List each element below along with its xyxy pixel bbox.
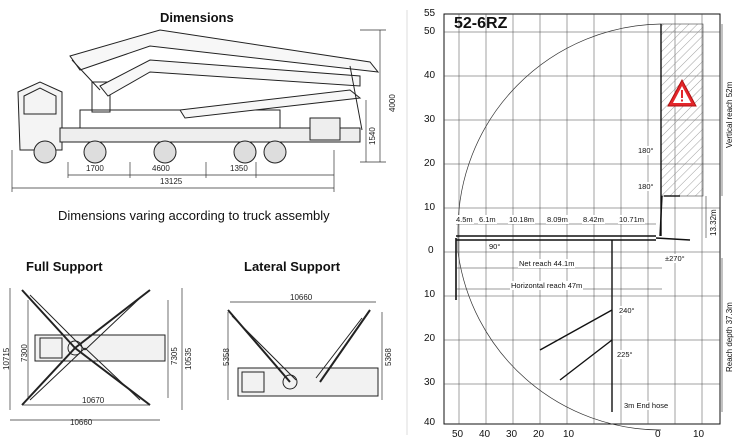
horizontal-reach-label: Horizontal reach 47m: [510, 281, 584, 290]
net-reach-label: Net reach 44.1m: [518, 259, 576, 268]
assembly-note: Dimensions varing according to truck ass…: [58, 208, 330, 223]
reach-depth-label: Reach depth 37.3m: [725, 302, 734, 372]
y-tick: 50: [424, 26, 436, 37]
reach-diagram-frame: [443, 13, 721, 425]
y-tick: 20: [424, 333, 436, 344]
full-support-view: [21, 289, 166, 406]
boom-depth: [539, 240, 613, 412]
warning-icon: [667, 78, 697, 107]
full-support-dimension-lines: [9, 288, 183, 421]
y-tick: 30: [424, 114, 436, 125]
y-tick: 10: [424, 289, 436, 300]
boom-horizontal: [455, 235, 691, 300]
vertical-reach-label: Vertical reach 52m: [725, 81, 734, 148]
dim-10670: 10670: [82, 396, 105, 405]
y-tick: 30: [424, 377, 436, 388]
x-tick: 40: [479, 429, 491, 440]
segment-label: 8.09m: [546, 215, 569, 224]
dim-7300: 7300: [20, 344, 29, 362]
y-tick: 10: [424, 202, 436, 213]
y-tick: 40: [424, 417, 436, 428]
x-tick: 0: [655, 429, 661, 440]
segment-label: 8.42m: [582, 215, 605, 224]
segment-label: 6.1m: [478, 215, 497, 224]
y-tick: 20: [424, 158, 436, 169]
dim-7305: 7305: [170, 347, 179, 365]
dim-1350: 1350: [230, 164, 248, 173]
dimensions-title: Dimensions: [160, 10, 234, 25]
boom-vertical: [659, 24, 680, 237]
dim-13125: 13125: [160, 177, 183, 186]
reach-envelope: [457, 23, 662, 431]
y-tick: 55: [424, 8, 436, 19]
dim-4600: 4600: [152, 164, 170, 173]
x-tick: 30: [506, 429, 518, 440]
dim-1540: 1540: [368, 127, 377, 145]
dim-10660-full: 10660: [70, 418, 93, 427]
full-support-title: Full Support: [26, 259, 103, 274]
dim-13-32m: 13.32m: [709, 209, 718, 236]
angle-label: 225°: [616, 350, 634, 359]
x-tick: 50: [452, 429, 464, 440]
x-tick: 10: [693, 429, 705, 440]
truck-dimension-lines: [11, 29, 386, 192]
truck-side-view: [17, 29, 380, 164]
angle-label: 180°: [637, 146, 655, 155]
dim-4000: 4000: [388, 94, 397, 112]
model-title: 52-6RZ: [454, 15, 508, 32]
restricted-zone-hatch: [660, 23, 704, 197]
segment-label: 4.5m: [455, 215, 474, 224]
segment-label: 10.18m: [508, 215, 536, 224]
y-tick: 0: [428, 245, 434, 256]
dim-10660-lateral: 10660: [290, 293, 313, 302]
x-tick: 20: [533, 429, 545, 440]
lateral-support-view: [227, 309, 379, 397]
dim-5358: 5358: [222, 348, 231, 366]
segment-label: 10.71m: [618, 215, 646, 224]
angle-label: 240°: [618, 306, 636, 315]
angle-label: 90°: [488, 242, 502, 251]
end-hose-label: 3m End hose: [623, 401, 670, 410]
dim-10535: 10535: [184, 347, 193, 370]
x-tick: 10: [563, 429, 575, 440]
dim-10715: 10715: [2, 347, 11, 370]
angle-label: ±270°: [664, 254, 686, 263]
y-tick: 40: [424, 70, 436, 81]
angle-label: 180°: [637, 182, 655, 191]
lateral-support-dimension-lines: [227, 301, 383, 400]
dim-5368: 5368: [384, 348, 393, 366]
lateral-support-title: Lateral Support: [244, 259, 341, 274]
dim-1700: 1700: [86, 164, 104, 173]
